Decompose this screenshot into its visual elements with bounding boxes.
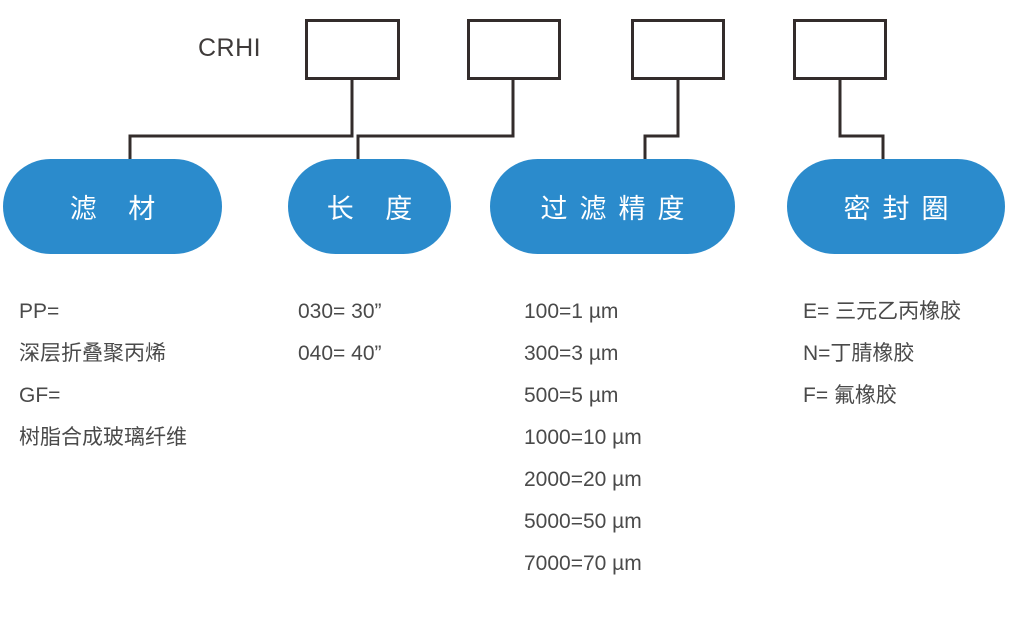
option-item: 100=1 µm	[524, 300, 619, 323]
code-box-length[interactable]	[467, 19, 561, 80]
category-label-length: 长 度	[326, 194, 425, 224]
option-item: PP=	[19, 300, 60, 323]
option-item: E= 三元乙丙橡胶	[803, 300, 962, 323]
option-column-seal-ring: E= 三元乙丙橡胶 N=丁腈橡胶 F= 氟橡胶	[803, 291, 1009, 417]
option-column-length: 030= 30” 040= 40”	[298, 291, 478, 375]
option-item: 1000=10 µm	[524, 426, 642, 449]
option-item: 300=3 µm	[524, 342, 619, 365]
code-box-filtration-rating[interactable]	[631, 19, 725, 80]
connector-line-2	[356, 80, 515, 160]
category-label-filtration-rating: 过滤精度	[540, 194, 697, 224]
option-item: 深层折叠聚丙烯	[19, 342, 166, 365]
option-column-filtration-rating: 100=1 µm 300=3 µm 500=5 µm 1000=10 µm 20…	[524, 291, 754, 585]
option-item: 500=5 µm	[524, 384, 619, 407]
category-pill-seal-ring[interactable]: 密封圈	[787, 159, 1005, 254]
option-item: GF=	[19, 384, 61, 407]
category-pill-filter-media[interactable]: 滤 材	[3, 159, 222, 254]
part-number-prefix-label: CRHI	[198, 34, 262, 62]
option-item: N=丁腈橡胶	[803, 342, 915, 365]
category-label-filter-media: 滤 材	[69, 194, 168, 224]
connector-line-1	[128, 80, 354, 160]
category-pill-filtration-rating[interactable]: 过滤精度	[490, 159, 735, 254]
option-item: 7000=70 µm	[524, 552, 642, 575]
code-box-seal-ring[interactable]	[793, 19, 887, 80]
option-item: 2000=20 µm	[524, 468, 642, 491]
connector-line-3	[643, 80, 680, 160]
option-item: 5000=50 µm	[524, 510, 642, 533]
option-item: F= 氟橡胶	[803, 384, 897, 407]
option-item: 030= 30”	[298, 300, 382, 323]
category-pill-length[interactable]: 长 度	[288, 159, 451, 254]
option-column-filter-media: PP= 深层折叠聚丙烯 GF= 树脂合成玻璃纤维	[19, 291, 279, 459]
option-item: 树脂合成玻璃纤维	[19, 426, 187, 449]
code-box-filter-media[interactable]	[305, 19, 400, 80]
category-label-seal-ring: 密封圈	[843, 194, 961, 224]
option-item: 040= 40”	[298, 342, 382, 365]
connector-line-4	[838, 80, 885, 160]
